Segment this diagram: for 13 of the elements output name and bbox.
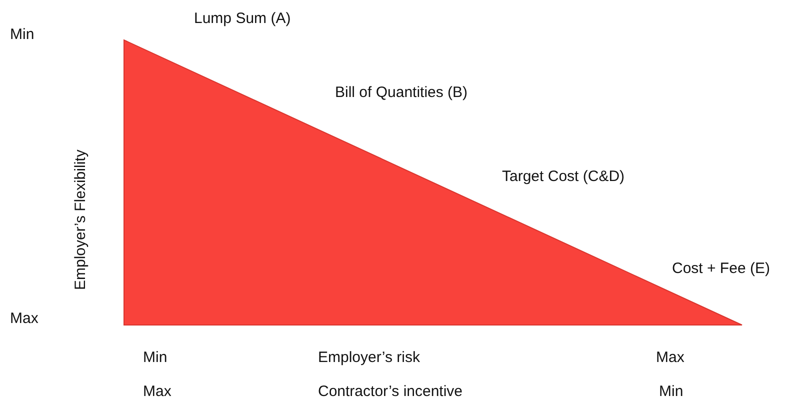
axis-title: Employer’s Flexibility bbox=[72, 150, 90, 290]
wedge-label: Cost + Fee (E) bbox=[672, 260, 770, 278]
axis-label: Max bbox=[143, 383, 172, 401]
axis-title: Contractor’s incentive bbox=[318, 383, 463, 401]
wedge-label: Lump Sum (A) bbox=[194, 10, 291, 28]
axis-label: Min bbox=[143, 349, 168, 367]
wedge-label: Target Cost (C&D) bbox=[502, 168, 625, 186]
axis-label: Min bbox=[10, 26, 34, 44]
wedge-label: Bill of Quantities (B) bbox=[335, 84, 468, 102]
axis-title: Employer’s risk bbox=[318, 349, 420, 367]
axis-label: Max bbox=[10, 310, 38, 328]
axis-label: Max bbox=[656, 349, 684, 367]
axis-label: Min bbox=[659, 383, 684, 401]
